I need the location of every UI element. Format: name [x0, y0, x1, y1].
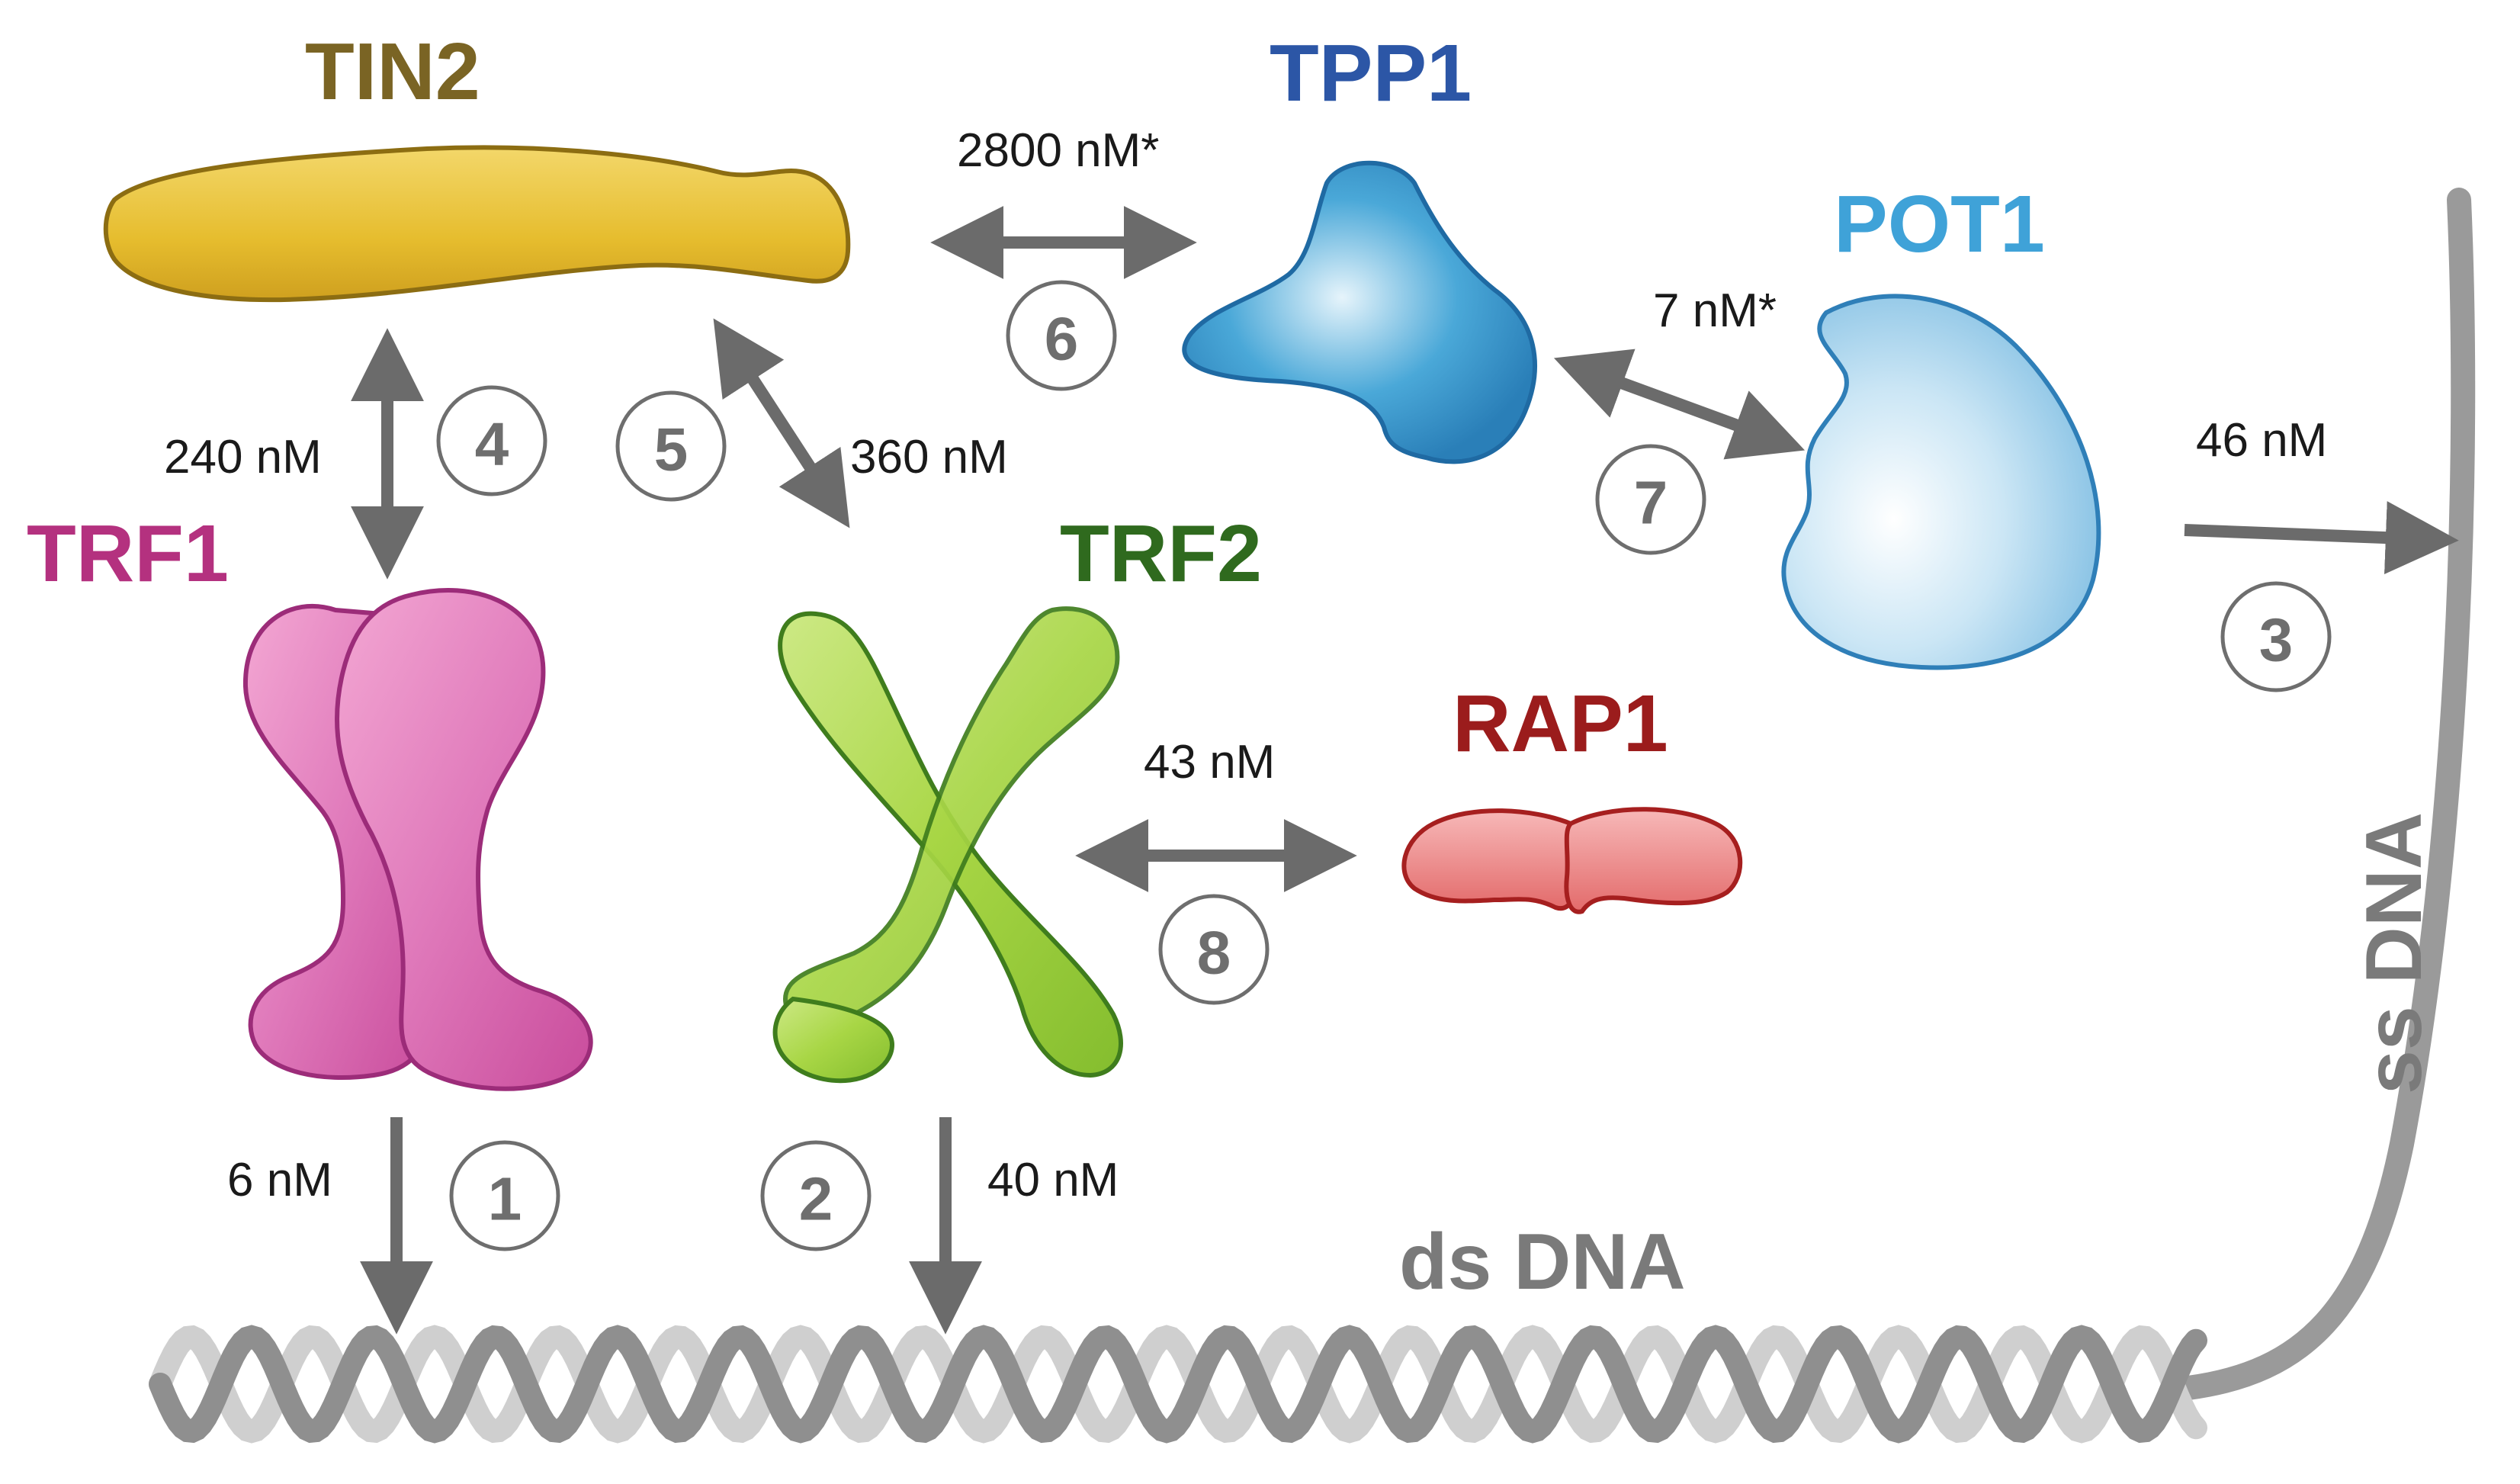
ds-dna-back-strand: [149, 1325, 2207, 1444]
arrow-5-tin2-trf2: [713, 318, 850, 528]
trf2-label: TRF2: [1060, 509, 1262, 599]
step-badge-8: 8: [1158, 894, 1270, 1005]
affinity-label-8: 43 nM: [1144, 736, 1275, 789]
affinity-label-2: 40 nM: [987, 1154, 1119, 1206]
svg-text:4: 4: [475, 410, 509, 478]
svg-text:7: 7: [1634, 469, 1668, 537]
tin2-label: TIN2: [305, 27, 480, 117]
ds-dna-label: ds DNA: [1399, 1218, 1686, 1306]
svg-text:1: 1: [488, 1165, 522, 1233]
trf1-protein-shape: [242, 588, 593, 1091]
step-badge-1: 1: [449, 1140, 560, 1251]
svg-text:6: 6: [1045, 305, 1079, 373]
trf1-label: TRF1: [27, 509, 229, 599]
arrow-3-pot1-ssdna: [2184, 501, 2459, 575]
pot1-label: POT1: [1834, 179, 2045, 269]
step-badge-6: 6: [1006, 280, 1117, 391]
tpp1-label: TPP1: [1270, 28, 1472, 118]
ss-dna-strand: [2176, 188, 2476, 1400]
trf2-protein-shape: [772, 606, 1123, 1084]
step-badge-7: 7: [1595, 444, 1706, 555]
pot1-protein-shape: [1781, 294, 2101, 670]
svg-text:2: 2: [799, 1165, 833, 1233]
affinity-label-1: 6 nM: [227, 1154, 332, 1206]
step-badge-5: 5: [615, 390, 727, 502]
step-badge-2: 2: [760, 1140, 872, 1251]
ds-dna-front-strand: [149, 1325, 2207, 1444]
affinity-label-7: 7 nM*: [1653, 284, 1777, 337]
svg-text:3: 3: [2259, 606, 2294, 674]
step-badge-4: 4: [436, 385, 547, 496]
affinity-label-3: 46 nM: [2196, 414, 2327, 467]
svg-text:5: 5: [654, 416, 689, 483]
rap1-label: RAP1: [1453, 679, 1668, 769]
arrow-7-tpp1-pot1: [1553, 349, 1806, 460]
ds-dna-helix: [149, 1325, 2207, 1444]
affinity-label-6: 2800 nM*: [957, 124, 1159, 177]
svg-text:8: 8: [1197, 919, 1231, 987]
affinity-label-5: 360 nM: [850, 431, 1008, 483]
ss-dna-label: ss DNA: [2350, 812, 2438, 1094]
affinity-label-4: 240 nM: [164, 431, 322, 483]
tpp1-protein-shape: [1182, 160, 1537, 464]
tin2-protein-shape: [103, 145, 851, 303]
rap1-protein-shape: [1401, 807, 1743, 914]
step-badge-3: 3: [2220, 581, 2332, 692]
